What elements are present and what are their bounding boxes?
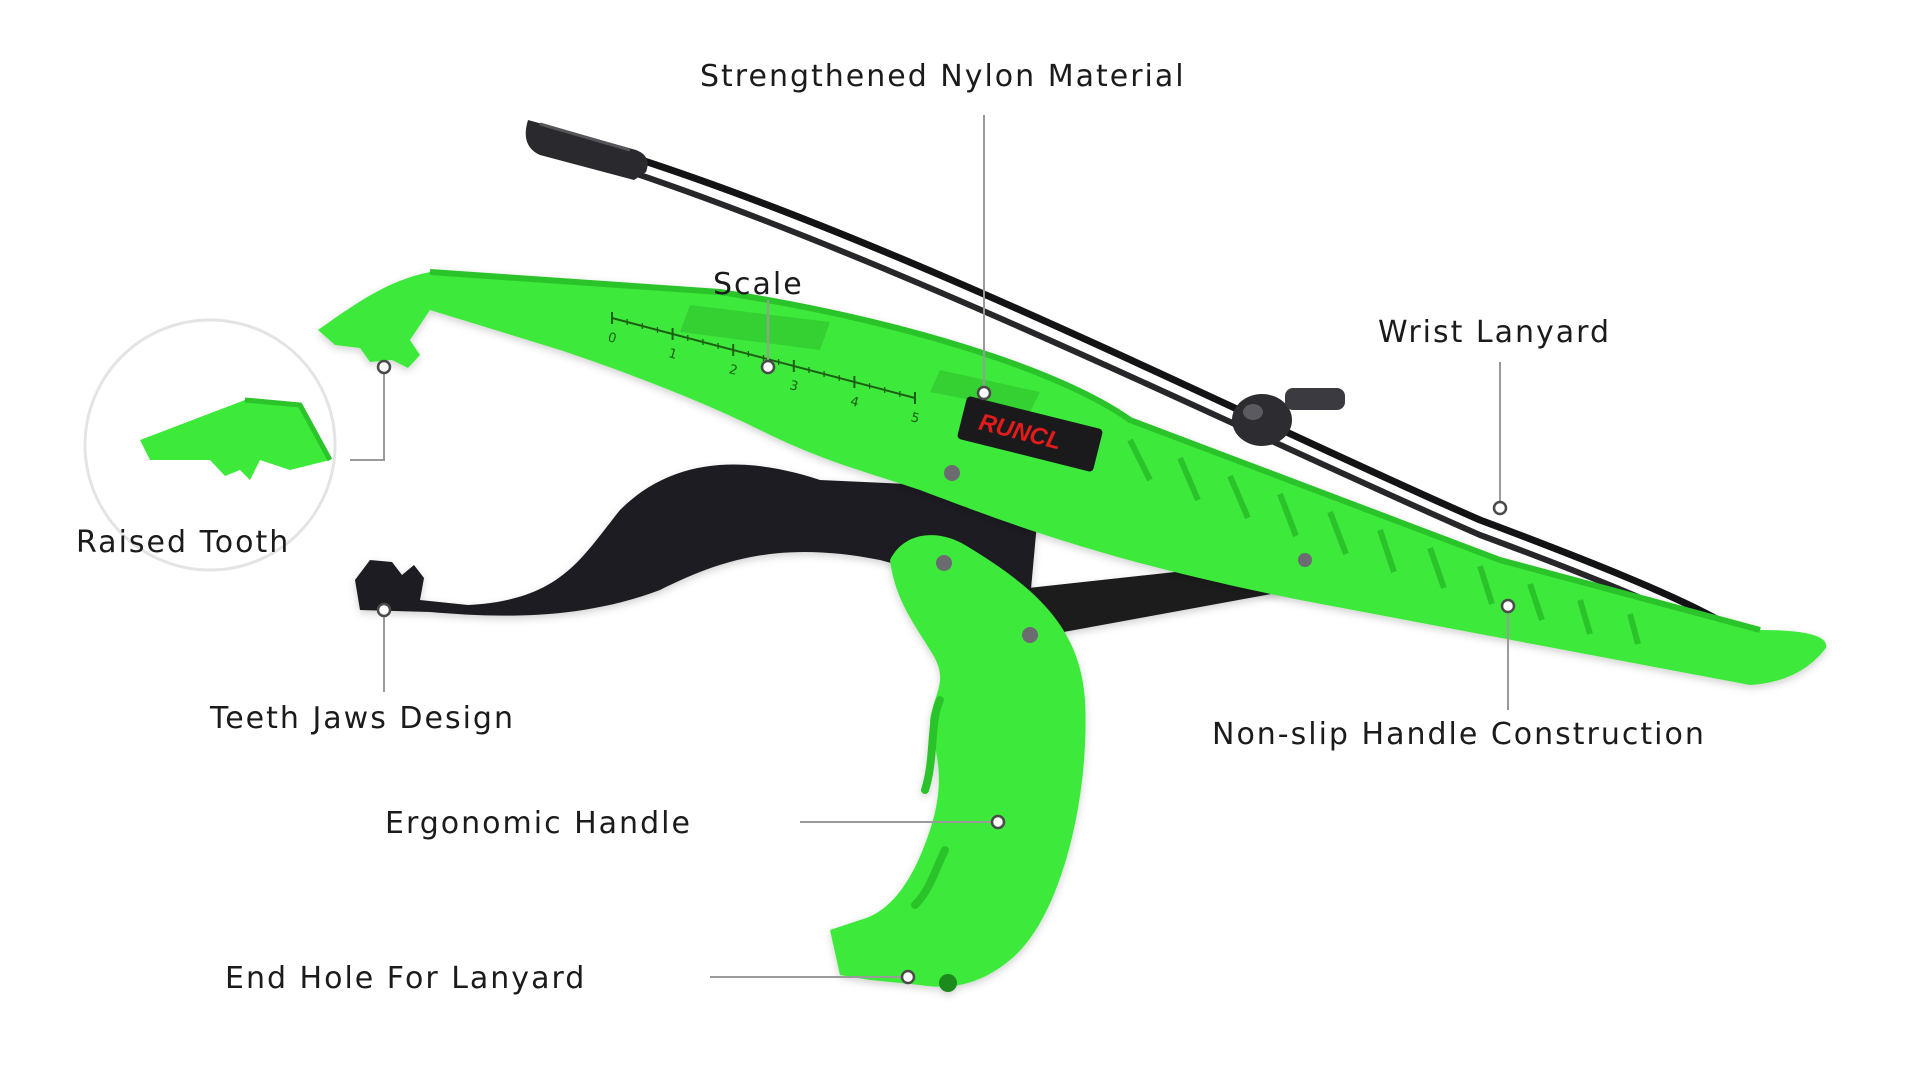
scale-tick-label: 3	[788, 378, 800, 395]
scale-tick-label: 1	[667, 346, 679, 363]
lanyard-end-cap	[525, 120, 648, 180]
scale-tick-label: 5	[909, 410, 921, 427]
label-raised-tooth: Raised Tooth	[76, 525, 290, 560]
callout-labels: Strengthened Nylon Material Scale Wrist …	[76, 59, 1706, 996]
upper-green-arm	[318, 269, 1827, 685]
raised-tooth-inset	[83, 318, 337, 572]
scale-tick-label: 2	[727, 362, 739, 379]
callout-leaders	[350, 115, 1509, 978]
label-teeth-jaws: Teeth Jaws Design	[209, 701, 515, 736]
scale-tick-label: 0	[606, 330, 618, 347]
dot-wrist-lanyard	[1492, 500, 1508, 516]
non-slip-ridges	[1127, 438, 1641, 645]
label-scale: Scale	[713, 267, 804, 302]
lanyard-cord-stopper	[1232, 388, 1345, 446]
label-strengthened-nylon: Strengthened Nylon Material	[700, 59, 1186, 94]
scale-tick-label: 4	[848, 394, 860, 411]
dot-teeth-jaws	[376, 602, 392, 618]
dot-ergonomic	[990, 814, 1006, 830]
end-lanyard-hole-icon	[939, 974, 957, 992]
callout-dots	[376, 359, 1516, 985]
dot-end-hole	[900, 969, 916, 985]
label-end-hole: End Hole For Lanyard	[225, 961, 586, 996]
dot-raised-tooth	[376, 359, 392, 375]
ergonomic-green-handle	[830, 535, 1086, 992]
dot-scale	[760, 359, 776, 375]
label-non-slip-handle: Non-slip Handle Construction	[1212, 717, 1706, 752]
label-wrist-lanyard: Wrist Lanyard	[1378, 315, 1611, 350]
rivets	[936, 465, 1312, 643]
label-ergonomic-handle: Ergonomic Handle	[385, 806, 692, 841]
measurement-scale: 0 1 2 3 4 5	[606, 312, 921, 427]
dot-strengthened-nylon	[976, 385, 992, 401]
dot-non-slip	[1500, 598, 1516, 614]
